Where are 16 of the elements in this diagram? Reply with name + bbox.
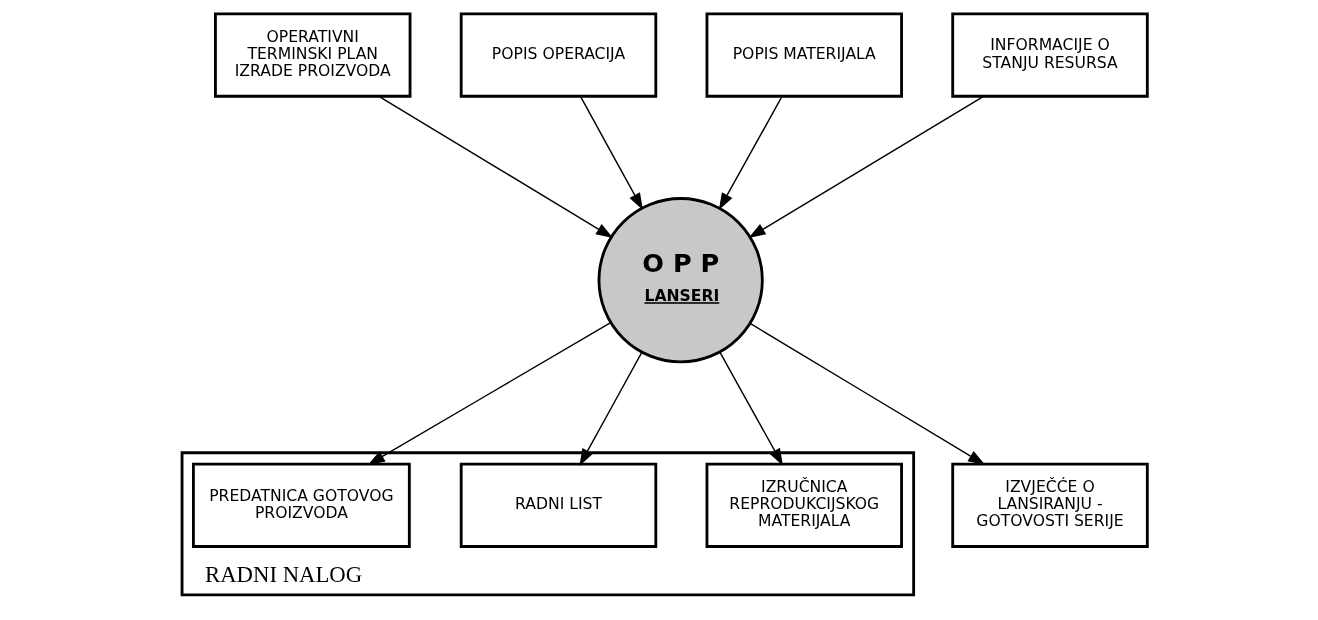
node-box: POPIS OPERACIJA bbox=[459, 12, 658, 98]
node-box: INFORMACIJE O STANJU RESURSA bbox=[951, 12, 1149, 98]
arrow bbox=[718, 96, 783, 211]
arrow bbox=[367, 321, 612, 465]
node-box: OPERATIVNI TERMINSKI PLAN IZRADE PROIZVODA bbox=[214, 12, 412, 98]
node-box: POPIS MATERIJALA bbox=[705, 12, 903, 98]
arrow bbox=[579, 351, 643, 466]
node-box: IZRUČNICA REPRODUKCIJSKOG MATERIJALA bbox=[705, 462, 903, 548]
node-box: RADNI LIST bbox=[459, 462, 658, 548]
arrow bbox=[378, 95, 614, 238]
arrow bbox=[719, 351, 783, 466]
arrow bbox=[748, 95, 985, 238]
arrow bbox=[579, 96, 643, 211]
arrow bbox=[749, 322, 986, 465]
node-box: PREDATNICA GOTOVOG PROIZVODA bbox=[192, 462, 411, 548]
node-box: IZVJEČĆE O LANSIRANJU - GOTOVOSTI SERIJE bbox=[951, 462, 1149, 548]
